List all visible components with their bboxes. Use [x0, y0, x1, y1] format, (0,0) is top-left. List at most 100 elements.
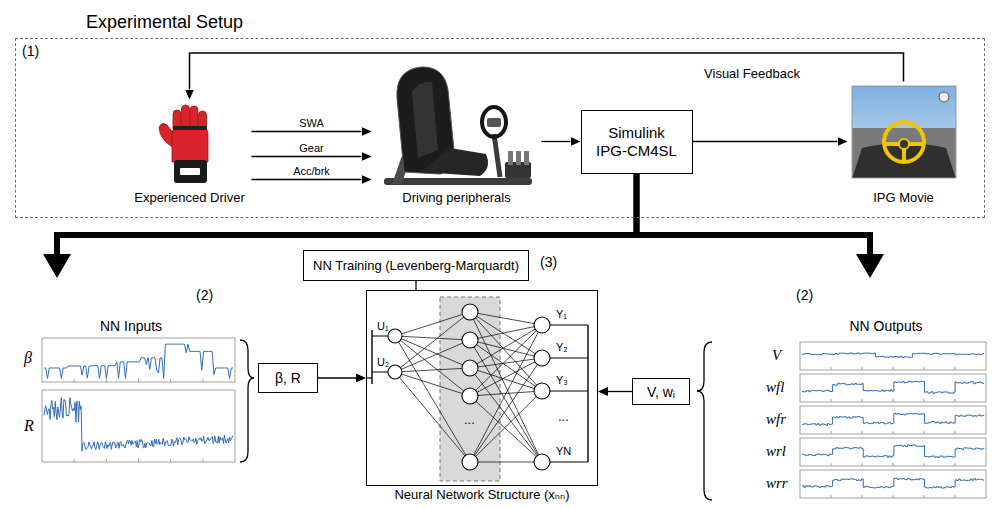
- synapse-line: [395, 372, 470, 462]
- signal-box: V, wᵢ: [632, 378, 690, 405]
- synapse-line: [395, 336, 470, 340]
- synapse-line: [470, 312, 542, 462]
- signal-trace: [802, 381, 984, 393]
- pedal: [524, 151, 529, 165]
- synapse-line: [470, 358, 542, 396]
- neuron-circle: [534, 350, 550, 366]
- neuron-label: YN: [556, 445, 571, 457]
- signal-trace: [44, 398, 233, 452]
- node-label: NN Training (Levenberg-Marquardt): [313, 258, 519, 273]
- plot-tick: [955, 463, 956, 466]
- neuron-circle: [462, 304, 478, 320]
- neuron-circle: [388, 365, 402, 379]
- synapse-line: [470, 312, 542, 391]
- screen-steering-wheel: [884, 122, 924, 162]
- screen-sky: [852, 86, 956, 178]
- plot-tick: [74, 459, 75, 462]
- plot-frame: [42, 390, 235, 462]
- output-brace: [697, 342, 712, 500]
- ellipsis: ...: [558, 410, 569, 424]
- plot-tick: [862, 463, 863, 466]
- plot-tick: [955, 399, 956, 402]
- plot-tick: [955, 367, 956, 370]
- plot-tick: [831, 367, 832, 370]
- output-bus: [587, 325, 588, 462]
- plot-tick: [170, 459, 171, 462]
- synapse-line: [470, 396, 542, 462]
- synapse-line: [470, 368, 542, 391]
- signal-plot: [800, 470, 986, 498]
- signal-plot: [800, 374, 986, 402]
- plot-tick: [106, 379, 107, 382]
- plot-tick: [924, 463, 925, 466]
- synapse-line: [395, 312, 470, 372]
- node-label: Neural Network Structure (xₙₙ): [394, 487, 569, 502]
- synapse-line: [470, 340, 542, 462]
- rig-base: [384, 178, 532, 185]
- screen-icon: [939, 92, 949, 102]
- signal-plot: [800, 406, 986, 434]
- signal-plot: [800, 342, 986, 370]
- synapse-line: [470, 325, 542, 396]
- plot-frame: [800, 470, 986, 498]
- synapse-line: [395, 372, 470, 396]
- glove-logo: [180, 168, 200, 175]
- plot-tick: [138, 459, 139, 462]
- neuron-circle: [534, 317, 550, 333]
- process-box: NN Training (Levenberg-Marquardt): [303, 250, 529, 281]
- plot-tick: [862, 399, 863, 402]
- flow-arrow: [637, 174, 871, 255]
- signal-plot: [42, 338, 235, 382]
- edge-label: Acc/brk: [291, 164, 332, 176]
- plot-tick: [202, 459, 203, 462]
- neuron-circle: [462, 454, 478, 470]
- driver-glove-icon: [159, 105, 208, 183]
- signal-name: wrr: [766, 475, 788, 492]
- process-box: Simulink IPG-CM4SL: [581, 110, 693, 174]
- synapse-line: [470, 340, 542, 391]
- synapse-line: [395, 368, 470, 372]
- setup-group: Experimental SetupExperienced DriverDriv…: [15, 38, 985, 218]
- output-bus: [550, 391, 588, 392]
- racing-seat-rig: [384, 67, 532, 185]
- plot-tick: [893, 399, 894, 402]
- signal-name: wrl: [766, 443, 786, 460]
- wheel-post: [494, 134, 500, 177]
- synapse-line: [470, 462, 542, 463]
- signal-arrow: [542, 141, 571, 142]
- signal-name: R: [24, 417, 34, 435]
- neuron-label: Y₁: [556, 308, 567, 320]
- ellipsis: ...: [464, 413, 475, 427]
- plot-tick: [831, 431, 832, 434]
- node-label: V, wᵢ: [647, 384, 675, 400]
- output-panel: NN Outputs: [780, 278, 992, 504]
- synapse-line: [395, 312, 470, 336]
- synapse-line: [470, 325, 542, 462]
- plot-tick: [106, 459, 107, 462]
- edge-label: Gear: [297, 141, 325, 153]
- flow-arrow: [57, 174, 637, 255]
- signal-plots: [42, 338, 986, 498]
- signal-arrow: [318, 377, 356, 378]
- edge-label: Visual Feedback: [702, 67, 802, 81]
- signal-name: V: [772, 347, 781, 364]
- neuron-circle: [534, 383, 550, 399]
- synapse-line: [470, 325, 542, 368]
- input-brace: [240, 340, 254, 462]
- plot-tick: [170, 379, 171, 382]
- plot-tick: [924, 495, 925, 498]
- plot-tick: [831, 399, 832, 402]
- signal-trace: [802, 413, 984, 425]
- plot-tick: [924, 367, 925, 370]
- output-bus: [550, 462, 588, 463]
- glove-cuff: [174, 160, 207, 183]
- neural-network-figure: [366, 297, 588, 481]
- synapse-line: [470, 325, 542, 340]
- signal-arrow: [608, 391, 632, 392]
- plot-tick: [138, 379, 139, 382]
- neuron-circle: [462, 360, 478, 376]
- signal-trace: [802, 445, 984, 458]
- neuron-label: Y₃: [556, 374, 568, 386]
- network-connections: [388, 304, 588, 470]
